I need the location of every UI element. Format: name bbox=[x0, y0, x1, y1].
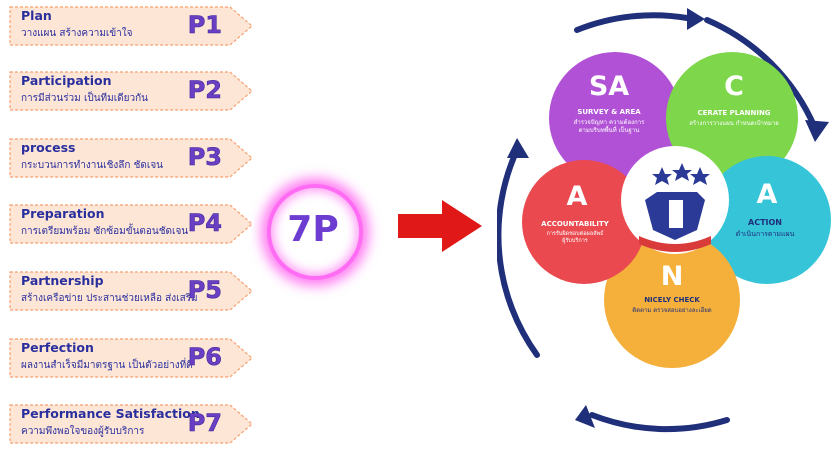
p-item-code: P3 bbox=[187, 143, 222, 172]
cycle-diagram: SA SURVEY & AREA สำรวจปัญหา ความต้องการ … bbox=[497, 8, 831, 433]
p-item: Plan วางแผน สร้างความเข้าใจ P1 bbox=[8, 5, 254, 47]
tag-shape bbox=[9, 6, 253, 46]
right-arrow-icon bbox=[398, 200, 482, 252]
p-item-subtitle: การเตรียมพร้อม ซักซ้อมขั้นตอนชัดเจน bbox=[21, 226, 189, 237]
p-item-code: P7 bbox=[187, 409, 222, 438]
c-sub1: สร้างการวางแผน กำหนดเป้าหมาย bbox=[689, 120, 778, 127]
p-item-subtitle: วางแผน สร้างความเข้าใจ bbox=[21, 28, 133, 39]
p-item-code: P6 bbox=[187, 343, 222, 372]
a1-letter: A bbox=[567, 181, 588, 212]
p-item-title: Perfection bbox=[21, 340, 94, 355]
a2-letter: A bbox=[757, 179, 778, 210]
p-item-subtitle: ผลงานสำเร็จมีมาตรฐาน เป็นตัวอย่างที่ดี bbox=[21, 360, 193, 371]
a1-sub2: ผู้รับบริการ bbox=[562, 237, 588, 244]
a1-sub1: การรับผิดชอบต่อผลลัพธ์ bbox=[547, 230, 604, 237]
n-letter: N bbox=[661, 261, 684, 292]
p-item-subtitle: สร้างเครือข่าย ประสานช่วยเหลือ ส่งเสริม bbox=[21, 293, 198, 304]
p-item-title: Preparation bbox=[21, 206, 105, 221]
n-sub1: ติดตาม ตรวจสอบอย่างละเอียด bbox=[632, 306, 712, 314]
p-item-title: process bbox=[21, 140, 76, 155]
center-7p-label: 7P bbox=[287, 209, 339, 250]
c-petal bbox=[666, 52, 798, 184]
p-item: Participation การมีส่วนร่วม เป็นทีมเดียวก… bbox=[8, 70, 254, 112]
center-7p-badge: 7P bbox=[261, 178, 365, 282]
tag-shape bbox=[9, 338, 253, 378]
p-item: Partnership สร้างเครือข่าย ประสานช่วยเหลื… bbox=[8, 270, 254, 312]
a2-title: ACTION bbox=[748, 218, 782, 227]
p-item-code: P1 bbox=[187, 11, 222, 40]
sa-sub1: สำรวจปัญหา ความต้องการ bbox=[574, 119, 645, 126]
p-item: Preparation การเตรียมพร้อม ซักซ้อมขั้นตอน… bbox=[8, 203, 254, 245]
p-item-subtitle: การมีส่วนร่วม เป็นทีมเดียวกัน bbox=[21, 93, 149, 104]
a2-sub1: ดำเนินการตามแผน bbox=[736, 230, 795, 238]
a1-petal bbox=[522, 160, 646, 284]
glow-ring bbox=[267, 184, 363, 280]
p-item-subtitle: กระบวนการทำงานเชิงลึก ชัดเจน bbox=[21, 160, 164, 171]
sa-letter: SA bbox=[589, 71, 629, 102]
p-item-title: Plan bbox=[21, 8, 52, 23]
cycle-arrows bbox=[497, 12, 818, 433]
sa-title: SURVEY & AREA bbox=[577, 108, 641, 116]
p-item: Perfection ผลงานสำเร็จมีมาตรฐาน เป็นตัวอย… bbox=[8, 337, 254, 379]
sa-sub2: ตามบริบทพื้นที่ เป็นฐาน bbox=[579, 124, 640, 134]
a2-petal bbox=[703, 156, 831, 284]
a1-title: ACCOUNTABILITY bbox=[541, 220, 610, 228]
p-item-title: Partnership bbox=[21, 273, 104, 288]
p-item-title: Participation bbox=[21, 73, 112, 88]
n-title: NICELY CHECK bbox=[644, 296, 700, 304]
tag-shape bbox=[9, 71, 253, 111]
tag-shape bbox=[9, 404, 253, 444]
p-item-code: P4 bbox=[187, 209, 222, 238]
p-item-code: P2 bbox=[187, 76, 222, 105]
c-title: CERATE PLANNING bbox=[697, 109, 770, 117]
p-item: Performance Satisfaction ความพึงพอใจของผู… bbox=[8, 403, 254, 445]
emblem-detail bbox=[639, 163, 711, 252]
p-item-subtitle: ความพึงพอใจของผู้รับบริการ bbox=[21, 426, 145, 437]
n-petal bbox=[604, 232, 740, 368]
tag-shape bbox=[9, 271, 253, 311]
sa-petal bbox=[549, 52, 681, 184]
arrow-heads bbox=[507, 8, 829, 428]
p-item-code: P5 bbox=[187, 276, 222, 305]
tag-shape bbox=[9, 204, 253, 244]
tag-shape bbox=[9, 138, 253, 178]
p-item: process กระบวนการทำงานเชิงลึก ชัดเจน P3 bbox=[8, 137, 254, 179]
p-item-title: Performance Satisfaction bbox=[21, 406, 200, 421]
c-letter: C bbox=[724, 71, 744, 102]
